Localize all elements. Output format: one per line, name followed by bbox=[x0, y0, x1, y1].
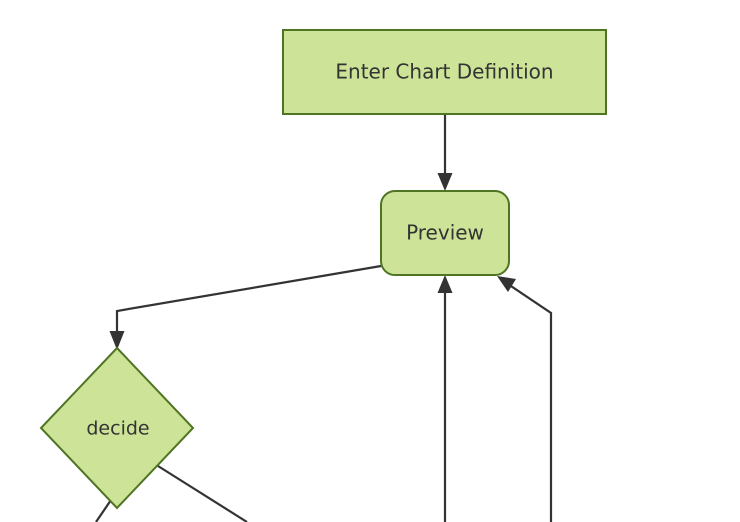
node-preview[interactable]: Preview bbox=[380, 190, 510, 276]
edge-decide-out-right-line bbox=[157, 465, 248, 522]
edge-preview-to-decide-line bbox=[115, 264, 382, 338]
node-enter-chart-definition-shape[interactable] bbox=[282, 29, 607, 115]
node-enter-chart-definition[interactable]: Enter Chart Definition bbox=[282, 29, 607, 115]
node-decide[interactable]: decide bbox=[39, 346, 195, 510]
edge-return-right-to-preview-arrowhead bbox=[497, 276, 516, 292]
edge-return-right-to-preview-line bbox=[507, 283, 553, 522]
edge-decide-out-left-line bbox=[95, 499, 112, 522]
edge-enter-to-preview bbox=[437, 114, 453, 191]
edge-return-center-to-preview-arrowhead bbox=[437, 275, 453, 293]
edge-return-center-to-preview bbox=[437, 275, 453, 522]
edge-return-right-to-preview bbox=[497, 276, 553, 522]
edge-decide-out-left bbox=[95, 499, 112, 522]
edge-preview-to-decide-arrowhead bbox=[109, 331, 125, 350]
edge-enter-to-preview-arrowhead bbox=[437, 173, 453, 191]
edge-preview-to-decide bbox=[109, 264, 382, 350]
node-decide-shape[interactable] bbox=[39, 346, 195, 510]
edge-decide-out-right bbox=[157, 465, 248, 522]
node-preview-shape[interactable] bbox=[380, 190, 510, 276]
